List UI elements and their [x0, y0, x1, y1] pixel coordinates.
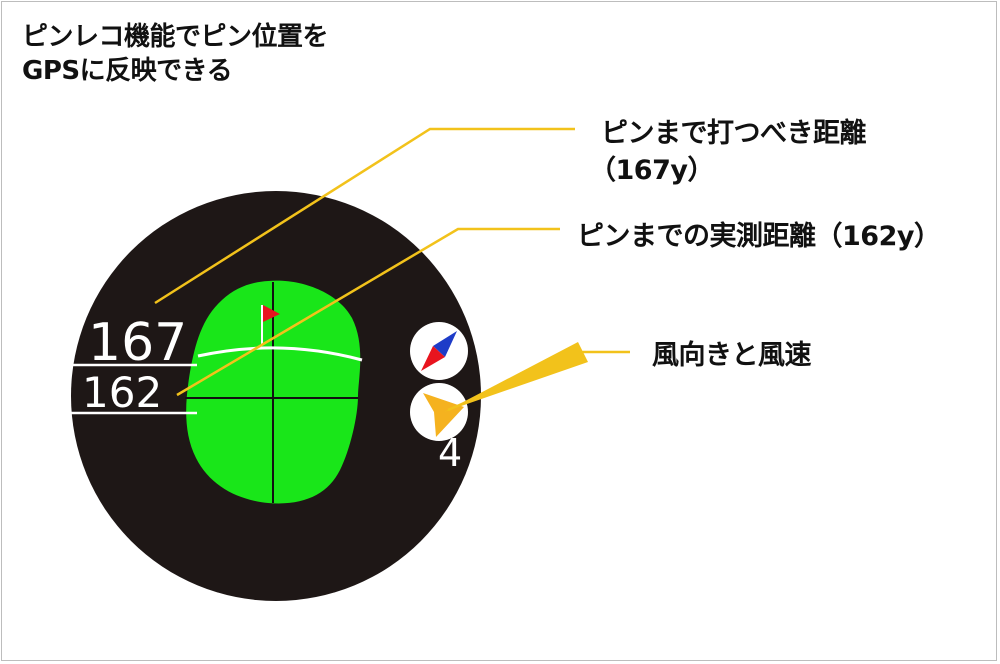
callout-actual-label: ピンまでの実測距離（162y） [577, 221, 941, 252]
leader-line-plays-like [154, 127, 575, 305]
wind-arrow-icon [410, 383, 468, 441]
callout-plays-like-label: ピンまで打つべき距離 [601, 118, 867, 149]
callout-plays-like-value: （167y） [589, 155, 714, 186]
target-arc [197, 346, 363, 362]
callout-wind-label: 風向きと風速 [652, 340, 812, 371]
title-line-1: ピンレコ機能でピン位置を [22, 22, 329, 52]
flag-icon [261, 305, 280, 345]
leader-line-actual [176, 227, 560, 397]
actual-distance: 162 [82, 368, 162, 417]
compass-icon [410, 322, 468, 380]
page-title: ピンレコ機能でピン位置を GPSに反映できる [22, 20, 329, 88]
wind-speed: 4 [438, 431, 462, 475]
wind-leader-arrowhead [444, 342, 588, 412]
title-line-2: GPSに反映できる [22, 56, 233, 86]
plays-like-distance: 167 [88, 313, 187, 373]
